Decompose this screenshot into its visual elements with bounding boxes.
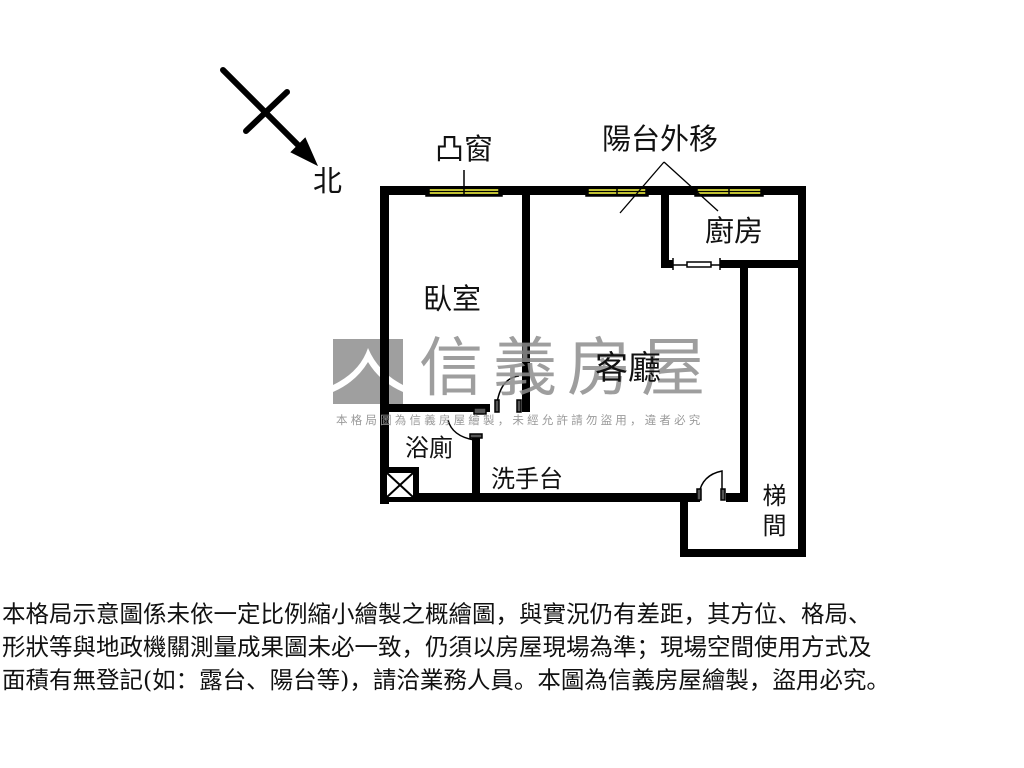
balcony-leader-lines: [619, 161, 719, 214]
bathroom-label: 浴廁: [405, 434, 453, 462]
bay-window-label: 凸窗: [435, 132, 494, 166]
shaft-icon: [386, 472, 414, 498]
watermark-notice: 本格局圖為信義房屋繪製，未經允許請勿盜用，違者必究: [336, 413, 704, 427]
north-label: 北: [313, 164, 343, 198]
stair-door-icon: [696, 470, 726, 501]
watermark-brand: 信義房屋: [419, 332, 715, 406]
stairwell-label: 梯間: [758, 483, 786, 543]
compass-icon: [220, 67, 319, 167]
bathroom-door-icon: [447, 407, 487, 441]
disclaimer: 本格局示意圖係未依一定比例縮小繪製之概繪圖，與實況仍有差距，其方位、格局、 形狀…: [2, 598, 1022, 697]
wash-basin-label: 洗手台: [491, 465, 563, 493]
kitchen-sliding-door-icon: [672, 258, 721, 270]
kitchen-label: 廚房: [705, 214, 764, 248]
balcony-note-label: 陽台外移: [602, 122, 719, 156]
disclaimer-line: 形狀等與地政機關測量成果圖未必一致，仍須以房屋現場為準；現場空間使用方式及: [2, 633, 872, 661]
windows: [425, 170, 764, 197]
bedroom-door-icon: [494, 375, 522, 413]
living-room-label: 客廳: [595, 348, 661, 387]
bedroom-label: 臥室: [423, 282, 482, 316]
disclaimer-line: 本格局示意圖係未依一定比例縮小繪製之概繪圖，與實況仍有差距，其方位、格局、: [2, 600, 872, 628]
watermark-logo-icon: [333, 339, 403, 404]
floor-plan: [220, 67, 806, 557]
disclaimer-line: 面積有無登記(如：露台、陽台等)，請洽業務人員。本圖為信義房屋繪製，盜用必究。: [2, 666, 890, 694]
